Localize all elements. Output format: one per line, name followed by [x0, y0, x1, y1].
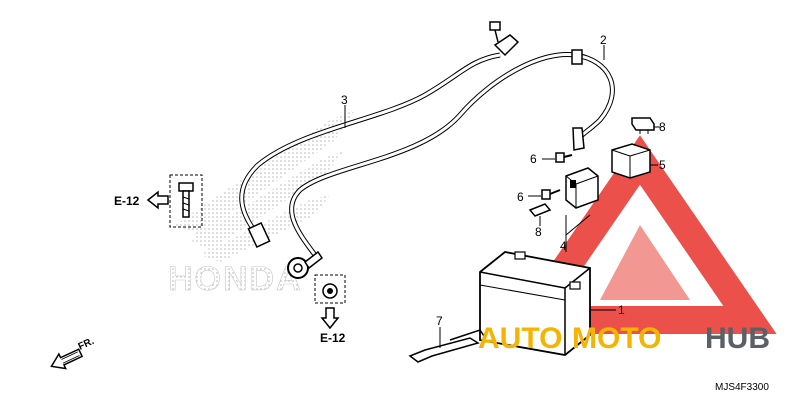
- callout-2: 2: [600, 33, 607, 47]
- fuse-8-lower: [528, 203, 552, 217]
- watermark-hub: HUB: [705, 322, 770, 355]
- cable-clip: [571, 49, 583, 65]
- bolt-6-upper: [555, 152, 573, 163]
- ref-arrow-left: [146, 190, 169, 210]
- front-arrow-label: FR.: [77, 336, 96, 353]
- honda-logo-text: HONDA: [168, 260, 303, 298]
- watermark-triangle: [503, 135, 777, 334]
- relay-box-5: [611, 143, 651, 179]
- drawing-code: MJS4F3300: [715, 382, 769, 393]
- callout-4: 4: [560, 239, 567, 253]
- battery-1: [479, 251, 591, 356]
- ring-terminal: [287, 250, 324, 279]
- battery-band-7: [408, 329, 485, 363]
- callout-6-lower: 6: [517, 190, 524, 204]
- cable-terminal-top: [489, 21, 520, 57]
- cable-3: [239, 52, 501, 242]
- ref-label-e12-left: E-12: [114, 194, 140, 208]
- watermark-auto: AUTO: [478, 322, 562, 355]
- cable-end-nut: [247, 221, 271, 249]
- bolt-6-lower: [541, 189, 561, 200]
- fuse-8-top: [631, 117, 655, 134]
- callout-7: 7: [436, 314, 443, 328]
- cable-bracket: [572, 127, 585, 151]
- callout-3: 3: [341, 93, 348, 107]
- starter-relay-4: [565, 167, 599, 209]
- callout-5: 5: [659, 158, 666, 172]
- honda-wing-logo: [175, 110, 355, 262]
- ref-label-e12-bottom: E-12: [320, 331, 346, 345]
- callout-8-lower: 8: [535, 225, 542, 239]
- callout-1: 1: [618, 303, 625, 317]
- callout-6-upper: 6: [530, 152, 537, 166]
- callout-8-top: 8: [659, 120, 666, 134]
- bolt-detail-left: [169, 174, 203, 228]
- ref-arrow-bottom: [320, 307, 340, 330]
- front-direction-arrow: [50, 348, 84, 370]
- watermark-moto: MOTO: [572, 322, 661, 355]
- nut-detail-bottom: [314, 274, 346, 304]
